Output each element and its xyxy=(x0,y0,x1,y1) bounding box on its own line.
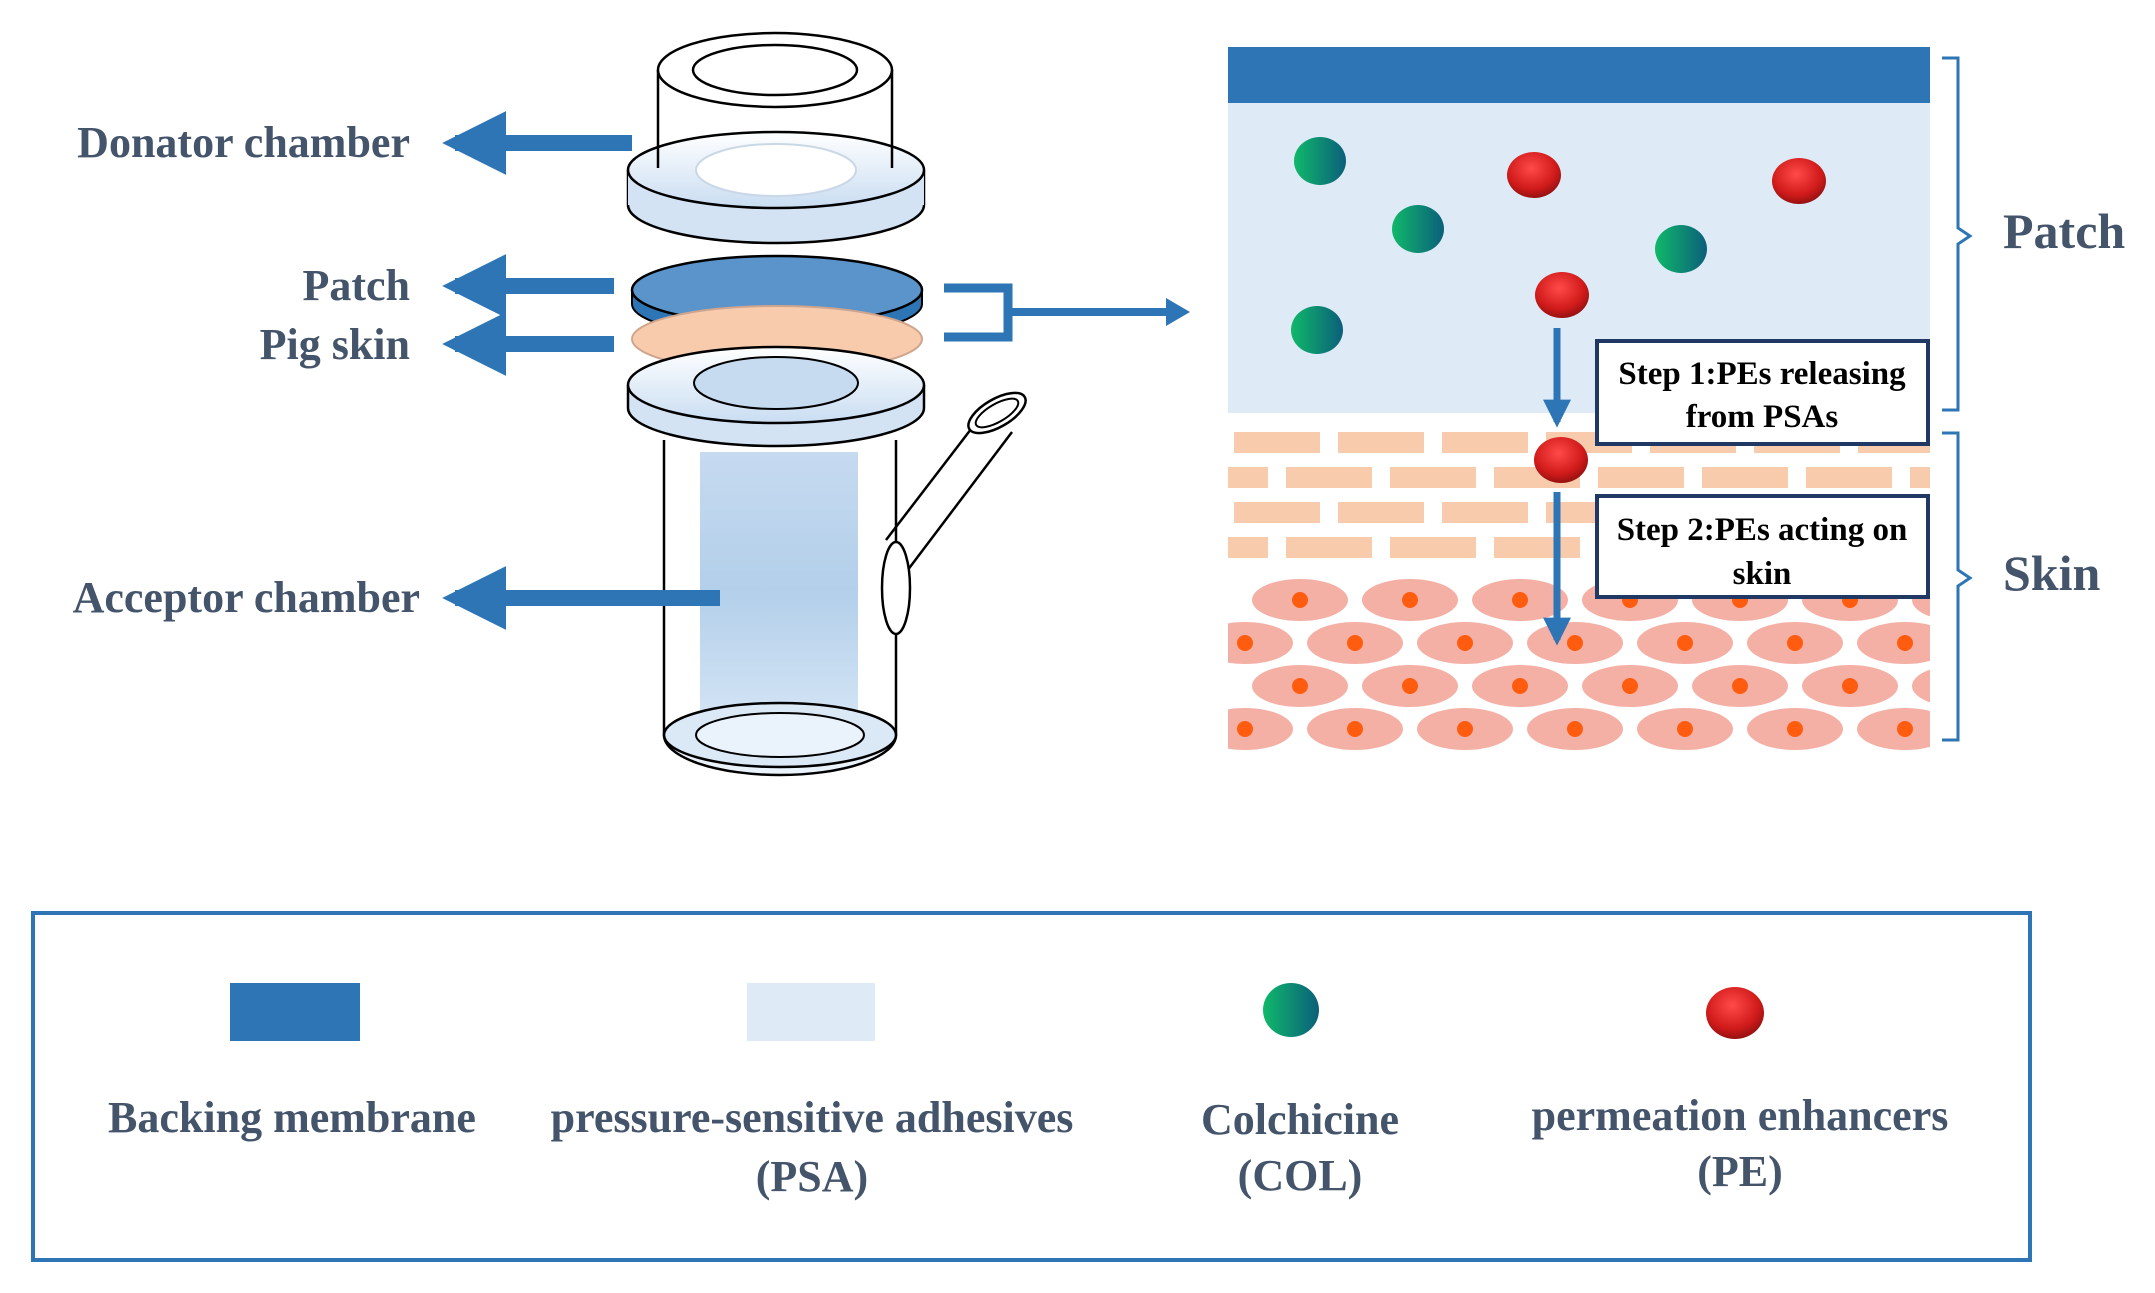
cell-nucleus xyxy=(1512,592,1528,608)
cell-nucleus xyxy=(1567,721,1583,737)
legend-enhancer-abbrev: (PE) xyxy=(1697,1147,1783,1196)
skin-brace xyxy=(1942,431,1973,742)
skin-layer-label: Skin xyxy=(2003,545,2101,601)
skin-brick xyxy=(1228,467,1268,488)
legend-frame xyxy=(31,911,2032,1262)
cell-nucleus xyxy=(1787,635,1803,651)
enhancer-molecule xyxy=(1535,272,1589,318)
cell-nucleus xyxy=(1457,721,1473,737)
legend-psa-abbrev: (PSA) xyxy=(756,1152,868,1201)
zoom-connector xyxy=(944,283,1190,342)
legend-colchicine-swatch xyxy=(1263,983,1319,1037)
cell-nucleus xyxy=(1787,721,1803,737)
sampling-arm xyxy=(880,391,1027,636)
legend-enhancer-label: permeation enhancers xyxy=(1532,1091,1949,1140)
patch-label: Patch xyxy=(302,261,410,310)
skin-brick xyxy=(1234,432,1320,453)
franz-diffusion-cell xyxy=(626,31,1027,777)
cell-nucleus xyxy=(1237,721,1253,737)
legend-colchicine-abbrev: (COL) xyxy=(1238,1151,1363,1200)
legend-backing-label: Backing membrane xyxy=(108,1093,476,1142)
skin-brick xyxy=(1494,537,1580,558)
cell-nucleus xyxy=(1457,635,1473,651)
donator-chamber xyxy=(626,31,926,245)
skin-brick xyxy=(1702,467,1788,488)
cell-nucleus xyxy=(1732,678,1748,694)
skin-brick xyxy=(1390,537,1476,558)
donator-chamber-label: Donator chamber xyxy=(77,118,410,167)
cell-nucleus xyxy=(1842,678,1858,694)
enhancer-molecule xyxy=(1772,158,1826,204)
enhancer-molecule xyxy=(1507,152,1561,198)
legend-psa-label: pressure-sensitive adhesives xyxy=(551,1093,1074,1142)
cell-nucleus xyxy=(1512,678,1528,694)
cell-nucleus xyxy=(1567,635,1583,651)
cell-nucleus xyxy=(1292,592,1308,608)
epidermis-cells xyxy=(1228,579,1968,750)
cell-nucleus xyxy=(1292,678,1308,694)
skin-brick xyxy=(1234,502,1320,523)
acceptor-flange xyxy=(626,345,926,448)
molecules xyxy=(1291,137,1826,483)
skin-brick xyxy=(1442,502,1528,523)
colchicine-molecule xyxy=(1392,205,1444,253)
skin-brick xyxy=(1390,467,1476,488)
epidermal-cell xyxy=(1857,622,1930,664)
zoom-panel: Step 1:PEs releasing from PSAs Step 2:PE… xyxy=(1228,47,2125,750)
step2-text-line2: skin xyxy=(1733,556,1792,592)
cell-nucleus xyxy=(1897,635,1913,651)
legend-psa-swatch xyxy=(747,983,875,1041)
cell-nucleus xyxy=(1677,721,1693,737)
cell-nucleus xyxy=(1237,635,1253,651)
acceptor-chamber-label: Acceptor chamber xyxy=(73,573,420,622)
patch-layer-label: Patch xyxy=(2003,203,2125,259)
epidermal-cell xyxy=(1857,708,1930,750)
pig-skin-label: Pig skin xyxy=(260,320,410,369)
colchicine-molecule xyxy=(1655,225,1707,273)
step1-text-line2: from PSAs xyxy=(1686,399,1839,435)
epidermal-cell xyxy=(1228,622,1293,664)
cell-nucleus xyxy=(1402,592,1418,608)
legend-backing-swatch xyxy=(230,983,360,1041)
cell-nucleus xyxy=(1677,635,1693,651)
skin-brick xyxy=(1228,537,1268,558)
cell-nucleus xyxy=(1952,592,1968,608)
skin-brick xyxy=(1910,467,1930,488)
step2-box: Step 2:PEs acting on skin xyxy=(1595,494,1930,599)
skin-brick xyxy=(1286,467,1372,488)
cell-nucleus xyxy=(1622,678,1638,694)
skin-brick xyxy=(1338,502,1424,523)
skin-brick xyxy=(1806,467,1892,488)
cell-nucleus xyxy=(1897,721,1913,737)
legend: Backing membrane pressure-sensitive adhe… xyxy=(31,911,2032,1262)
skin-brick xyxy=(1286,537,1372,558)
backing-membrane-layer xyxy=(1228,47,1930,103)
epidermal-cell xyxy=(1228,708,1293,750)
step1-box: Step 1:PEs releasing from PSAs xyxy=(1595,339,1930,446)
skin-brick xyxy=(1442,432,1528,453)
cell-nucleus xyxy=(1347,721,1363,737)
colchicine-molecule xyxy=(1294,137,1346,185)
epidermal-cell xyxy=(1912,669,1930,703)
skin-brick xyxy=(1338,432,1424,453)
cell-nucleus xyxy=(1347,635,1363,651)
enhancer-molecule xyxy=(1534,437,1588,483)
label-arrows xyxy=(442,111,720,630)
legend-colchicine-label: Colchicine xyxy=(1201,1095,1399,1144)
cell-nucleus xyxy=(1952,678,1968,694)
step2-text-line1: Step 2:PEs acting on xyxy=(1617,512,1908,548)
patch-brace xyxy=(1942,56,1973,412)
acceptor-chamber xyxy=(662,440,898,777)
cell-nucleus xyxy=(1402,678,1418,694)
skin-brick xyxy=(1598,467,1684,488)
legend-enhancer-swatch xyxy=(1706,987,1764,1039)
colchicine-molecule xyxy=(1291,306,1343,354)
step1-text-line1: Step 1:PEs releasing xyxy=(1618,356,1906,392)
